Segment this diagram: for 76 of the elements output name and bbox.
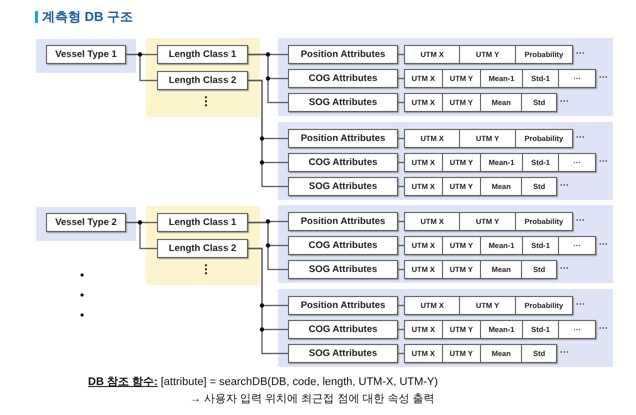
caption-text: DB 참조 함수: [attribute] = searchDB(DB, code, length, UTM-X, UTM-Y) (88, 375, 438, 389)
connector-line (248, 248, 288, 354)
caption-text: → 사용자 입력 위치에 최근접 점에 대한 속성 출력 (190, 392, 434, 406)
ellipsis-text: ··· (560, 96, 569, 106)
ellipsis-text: ··· (576, 215, 585, 225)
group-band (36, 207, 136, 241)
connector-line (398, 220, 404, 222)
record-row (404, 69, 596, 88)
record-row (404, 177, 557, 196)
ellipsis-text: ··· (560, 347, 569, 357)
ellipsis-text: ··· (599, 156, 608, 166)
connector-line (248, 222, 288, 270)
ellipsis-text: ··· (599, 323, 608, 333)
ellipsis-text: ··· (576, 299, 585, 309)
bullet-dot: • (80, 268, 84, 282)
group-band (146, 38, 260, 117)
attribute-box: COG Attributes (288, 236, 398, 255)
connector-line (398, 186, 404, 188)
length-class-box: Length Class 1 (157, 213, 248, 232)
bullet-dot: • (80, 288, 84, 302)
group-band (146, 206, 260, 285)
connector-line (398, 244, 404, 246)
attribute-box: COG Attributes (288, 153, 398, 172)
title: 계측형 DB 구조 (42, 8, 133, 26)
connector-line (248, 80, 288, 188)
attribute-box: COG Attributes (288, 320, 398, 339)
attribute-box: SOG Attributes (288, 177, 398, 196)
connector-line (398, 268, 404, 270)
attribute-box: SOG Attributes (288, 260, 398, 279)
length-class-box: Length Class 2 (157, 239, 248, 258)
connector-line (126, 222, 157, 250)
ellipsis-text: ··· (560, 180, 569, 190)
ellipsis-text: ··· (576, 48, 585, 58)
attribute-box: Position Attributes (288, 129, 398, 148)
ellipsis-text: ··· (599, 239, 608, 249)
connector-line (398, 162, 404, 164)
vessel-type-box: Vessel Type 2 (46, 213, 126, 232)
attribute-box: SOG Attributes (288, 344, 398, 363)
vertical-ellipsis: ⋮ (200, 262, 212, 276)
connector-line (398, 138, 404, 140)
group-band (278, 38, 613, 116)
record-row (404, 212, 573, 231)
connector-line (398, 304, 404, 306)
connector-line (398, 102, 404, 104)
record-row (404, 45, 573, 64)
ellipsis-text: ··· (576, 132, 585, 142)
group-band (36, 39, 136, 73)
bullet-dot: • (80, 308, 84, 322)
record-row (404, 153, 596, 172)
attribute-box: Position Attributes (288, 296, 398, 315)
record-row (404, 344, 557, 363)
connector-line (398, 352, 404, 354)
group-band (278, 289, 613, 367)
record-row (404, 260, 557, 279)
length-class-box: Length Class 2 (157, 71, 248, 90)
connector-line (126, 54, 157, 82)
connector-line (248, 54, 288, 104)
length-class-box: Length Class 1 (157, 45, 248, 64)
connector-line (398, 54, 404, 56)
record-row (404, 296, 573, 315)
attribute-box: SOG Attributes (288, 93, 398, 112)
vessel-type-box: Vessel Type 1 (46, 45, 126, 64)
attribute-box: Position Attributes (288, 212, 398, 231)
group-band (278, 205, 613, 283)
ellipsis-text: ··· (560, 263, 569, 273)
vertical-ellipsis: ⋮ (200, 94, 212, 108)
ellipsis-text: ··· (599, 72, 608, 82)
record-row (404, 93, 557, 112)
record-row (404, 129, 573, 148)
group-band (278, 122, 613, 200)
connector-line (398, 78, 404, 80)
connector-line (398, 328, 404, 330)
attribute-box: COG Attributes (288, 69, 398, 88)
record-row (404, 236, 596, 255)
attribute-box: Position Attributes (288, 45, 398, 64)
record-row (404, 320, 596, 339)
